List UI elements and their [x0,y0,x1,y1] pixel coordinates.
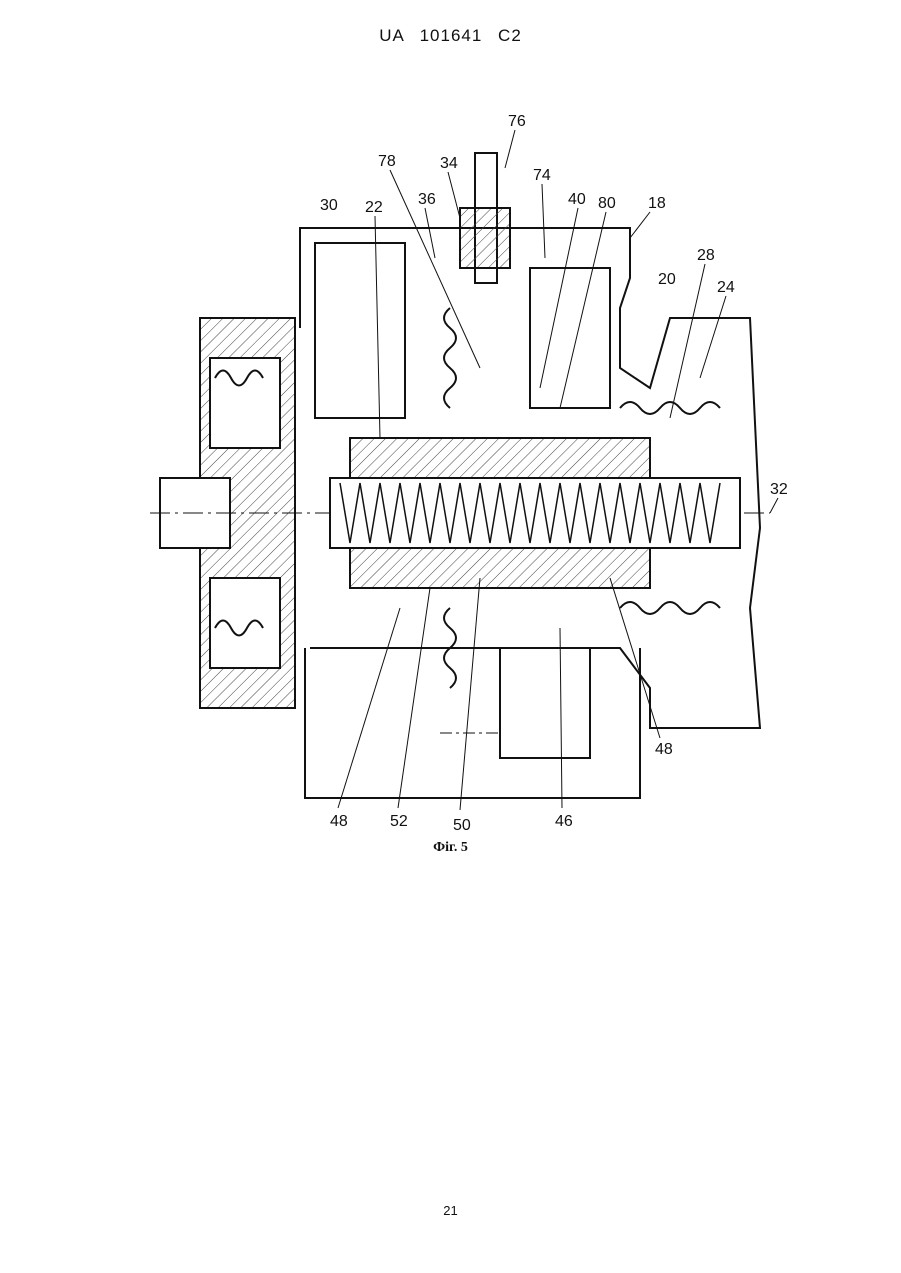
label-76: 76 [508,113,526,130]
label-28: 28 [697,247,715,264]
label-74: 74 [533,167,551,184]
label-52: 52 [390,813,408,830]
label-40: 40 [568,191,586,208]
label-34: 34 [440,155,458,172]
label-46: 46 [555,813,573,830]
patent-drawing: 76 78 34 74 40 80 30 22 36 18 28 20 24 3… [150,108,790,838]
label-18: 18 [648,195,666,212]
label-22: 22 [365,199,383,216]
patent-header: UA 101641 C2 [0,26,901,46]
label-48-right: 48 [655,741,673,758]
figure-caption: Фіг. 5 [0,840,901,856]
label-20: 20 [658,271,676,288]
label-50: 50 [453,817,471,834]
label-30: 30 [320,197,338,214]
label-24: 24 [717,279,735,296]
housing-outline [150,153,770,798]
label-32: 32 [770,481,788,498]
label-80: 80 [598,195,616,212]
label-78: 78 [378,153,396,170]
page-number: 21 [0,1203,901,1218]
label-36: 36 [418,191,436,208]
label-48-left: 48 [330,813,348,830]
